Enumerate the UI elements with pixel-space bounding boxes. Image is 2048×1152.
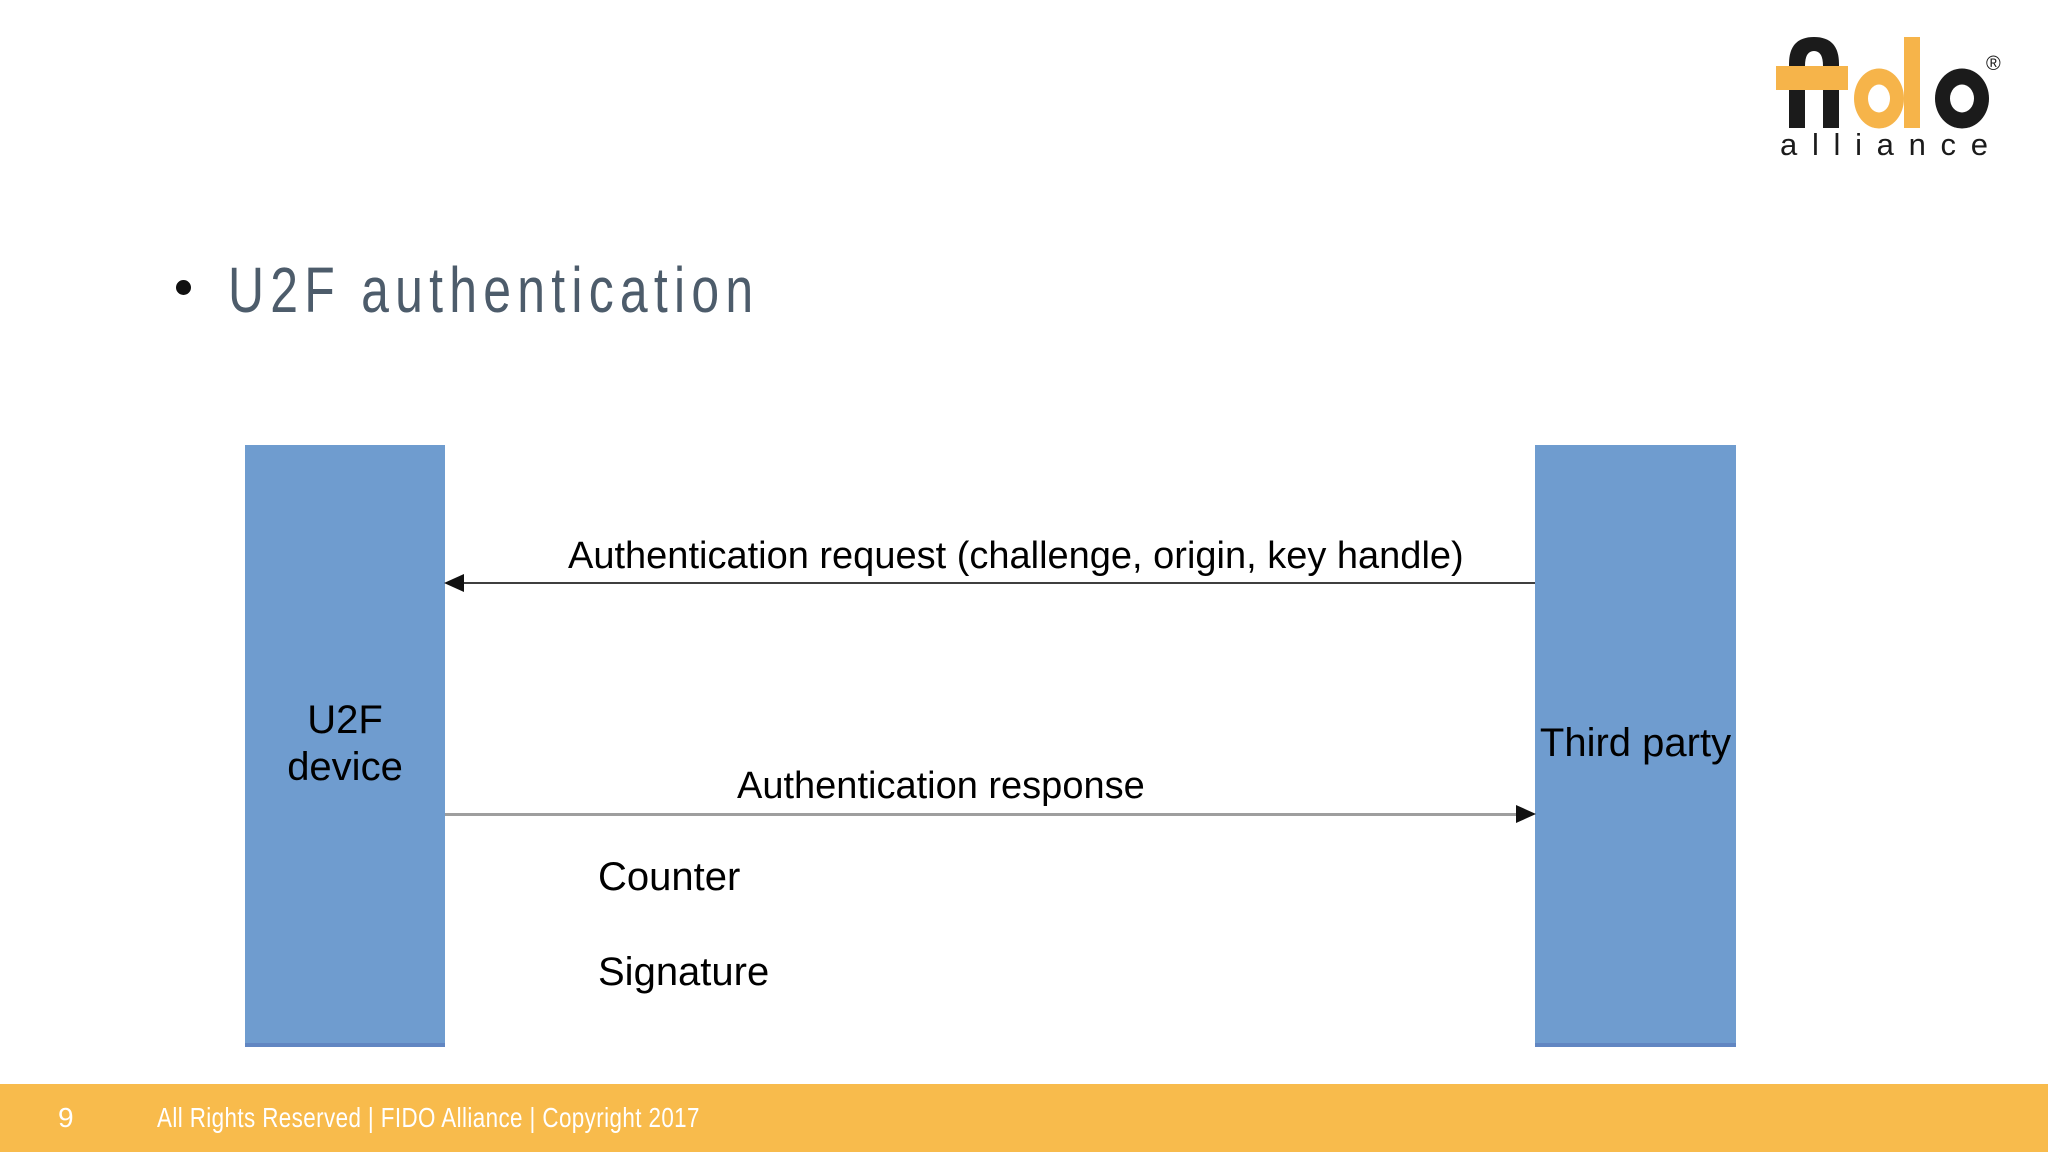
- response-message-label: Authentication response: [737, 765, 1145, 807]
- request-message-label: Authentication request (challenge, origi…: [568, 535, 1464, 577]
- page-number: 9: [58, 1102, 74, 1133]
- registered-mark: ®: [1986, 53, 2001, 75]
- logo-letter-o-hole: [1950, 84, 1974, 113]
- slide-title: U2F authentication: [228, 254, 760, 326]
- logo-letter-fi: [1789, 37, 1839, 128]
- logo-letter-d-hole: [1868, 84, 1890, 113]
- actor-u2f-device: U2F device: [245, 445, 445, 1047]
- actor-third-party: Third party: [1535, 445, 1736, 1047]
- logo-f-crossbar: [1776, 66, 1848, 90]
- actor-label-line2: device: [287, 745, 403, 789]
- footer-copyright-text: All Rights Reserved | FIDO Alliance | Co…: [157, 1102, 700, 1133]
- logo-letter-d-stem: [1904, 37, 1920, 128]
- actor-third-party-label: Third party: [1539, 721, 1732, 766]
- request-arrow-line: [452, 582, 1535, 584]
- payload-counter: Counter: [598, 855, 741, 899]
- arrowhead-left-icon: [444, 574, 464, 592]
- actor-label-line1: U2F: [307, 697, 383, 742]
- actor-u2f-device-label: U2F device: [287, 697, 403, 791]
- arrowhead-right-icon: [1516, 805, 1536, 823]
- bullet-icon: [176, 280, 191, 295]
- logo-subtext: alliance: [1780, 127, 1988, 160]
- fido-alliance-logo: ® alliance: [1772, 28, 2002, 160]
- footer-bar: 9 All Rights Reserved | FIDO Alliance | …: [0, 1084, 2048, 1152]
- payload-signature: Signature: [598, 950, 770, 994]
- fido-logo-graphic: ® alliance: [1776, 37, 2001, 160]
- response-arrow-line: [445, 813, 1520, 816]
